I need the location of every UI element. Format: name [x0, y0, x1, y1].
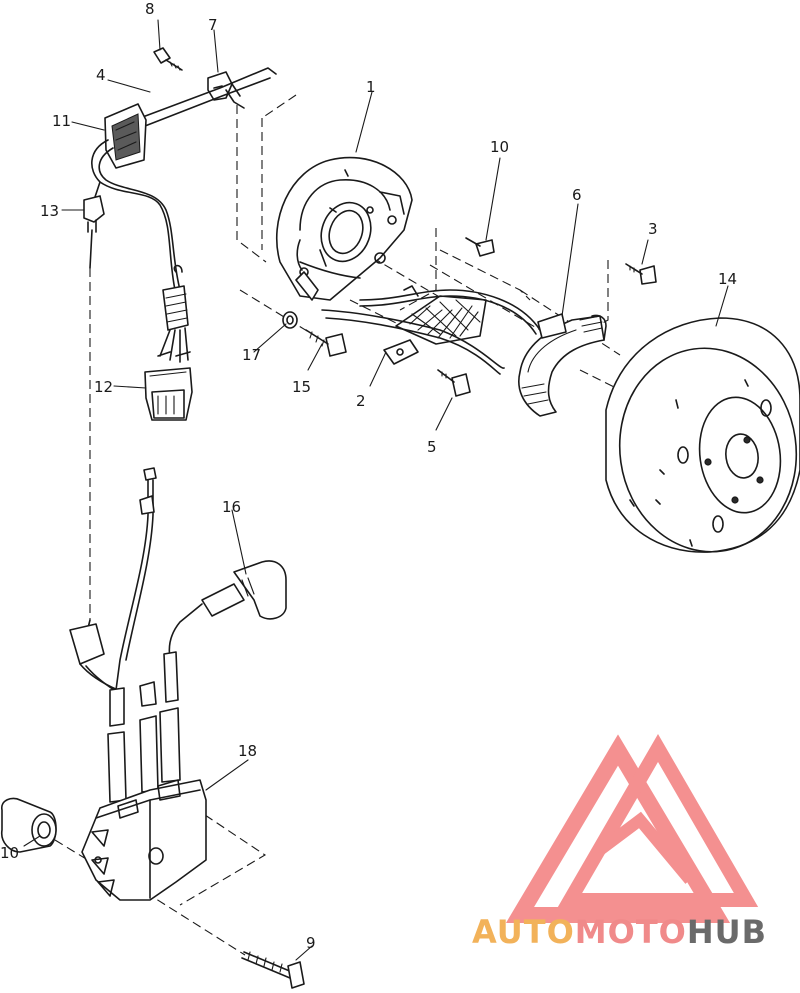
callout-6: 6 [572, 186, 582, 204]
wire-harness-to-connector-12 [91, 139, 191, 363]
callout-11: 11 [52, 112, 71, 130]
part-10-bushing [0, 797, 57, 853]
part-10-screw [465, 237, 495, 257]
part-18-ignition-coil [81, 779, 207, 901]
callout-4: 4 [96, 66, 106, 84]
callout-7: 7 [208, 16, 218, 34]
callout-10-lower: 10 [0, 844, 19, 862]
part-4-wire-harness-rail [139, 67, 277, 127]
coil-terminal-posts [107, 681, 181, 803]
callout-13: 13 [40, 202, 59, 220]
watermark-text: AUTOMOTOHUB [472, 913, 767, 951]
part-14-flywheel [605, 317, 800, 553]
callout-15: 15 [292, 378, 311, 396]
callout-18: 18 [238, 742, 257, 760]
automotohub-logo-mark [505, 734, 759, 923]
callout-labels: 1 2 3 4 5 6 7 8 9 10 10 11 12 13 14 15 1… [0, 0, 737, 952]
ignition-lead-wires [69, 467, 157, 727]
watermark-text-moto: MOTO [575, 913, 687, 951]
watermark-text-auto: AUTO [472, 913, 575, 951]
stator-lead-wires [359, 289, 541, 335]
callout-leader-lines [23, 19, 729, 961]
part-13-connector [83, 195, 105, 269]
callout-9: 9 [306, 934, 316, 952]
part-16-spark-plug-cap [163, 560, 287, 703]
callout-1: 1 [366, 78, 376, 96]
callout-17: 17 [242, 346, 261, 364]
callout-14: 14 [718, 270, 737, 288]
callout-16: 16 [222, 498, 241, 516]
watermark-text-hub: HUB [687, 913, 767, 951]
callout-10-upper: 10 [490, 138, 509, 156]
part-3-screw [625, 263, 657, 285]
callout-8: 8 [145, 0, 155, 18]
part-8-screw [153, 47, 183, 71]
part-7-clamp [207, 71, 233, 101]
callout-12: 12 [94, 378, 113, 396]
part-17-washer [282, 311, 298, 329]
automotohub-logo: AUTOMOTOHUB [472, 734, 767, 951]
part-2-pickup-coil [321, 285, 505, 375]
part-9-bolt [241, 951, 305, 989]
callout-5: 5 [427, 438, 437, 456]
callout-2: 2 [356, 392, 366, 410]
part-15-screw [305, 329, 347, 357]
part-1-stator-plate [275, 156, 413, 301]
callout-3: 3 [648, 220, 658, 238]
part-12-connector [144, 367, 193, 421]
part-11-regulator [104, 103, 147, 169]
part-5-screw [437, 369, 471, 397]
part-6-stator-coil [518, 313, 607, 417]
